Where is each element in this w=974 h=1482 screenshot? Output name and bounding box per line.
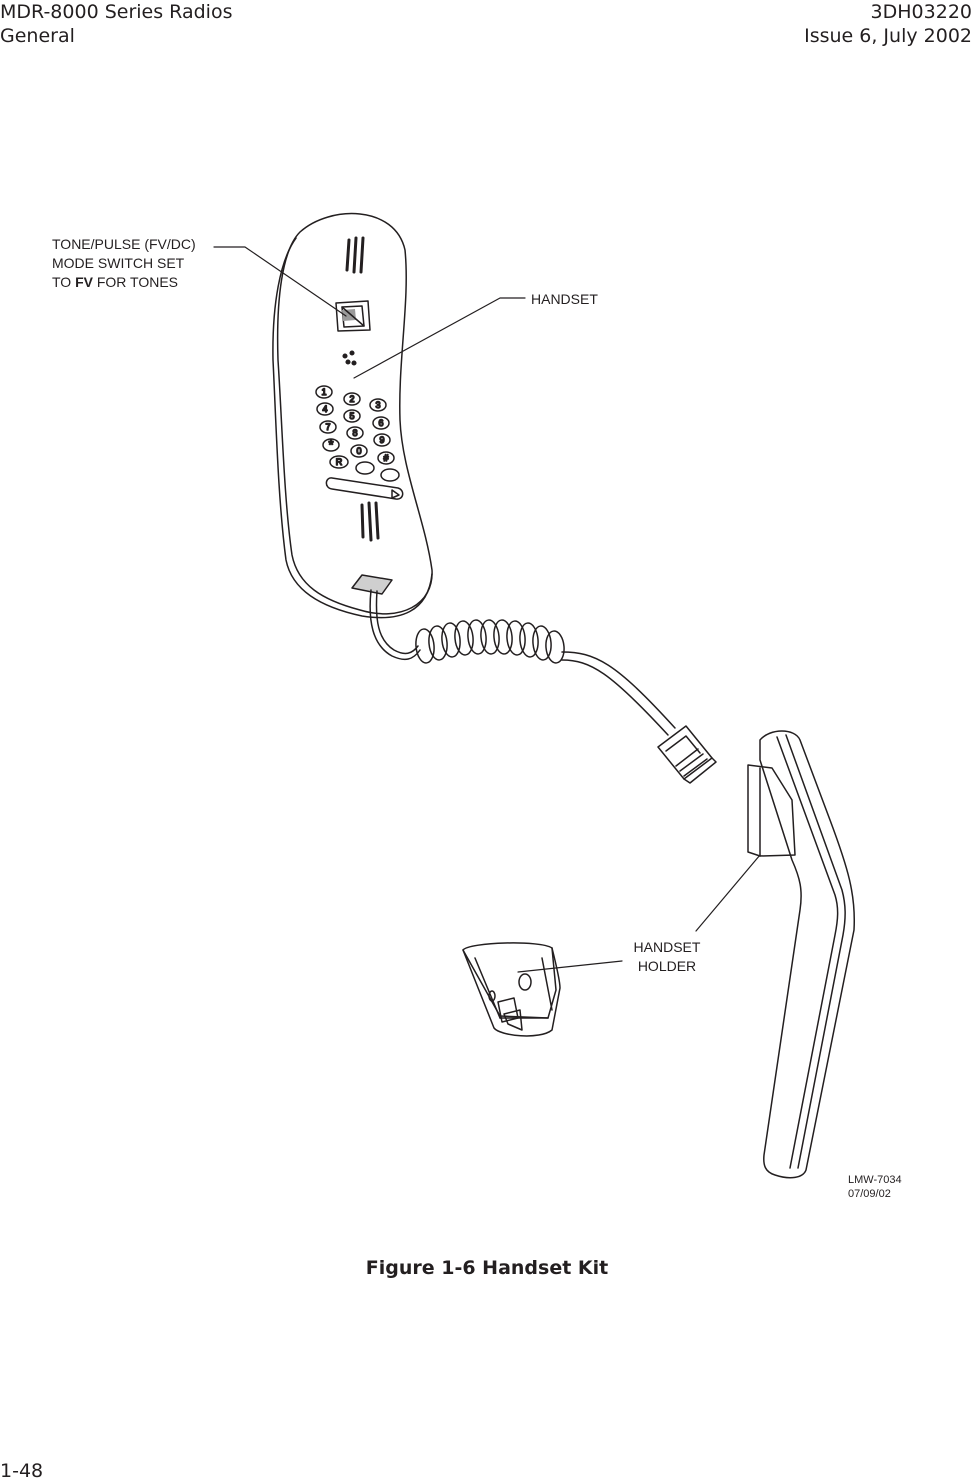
- header-product: MDR-8000 Series Radios: [0, 1, 233, 23]
- svg-text:1: 1: [321, 387, 326, 397]
- svg-text:0: 0: [356, 446, 361, 456]
- label-switch-line1: TONE/PULSE (FV/DC): [52, 236, 196, 252]
- header-issue: Issue 6, July 2002: [804, 25, 972, 47]
- label-holder-line1: HANDSET: [634, 939, 701, 955]
- svg-text:6: 6: [378, 418, 383, 428]
- svg-text:#: #: [383, 453, 388, 463]
- key-r: R: [329, 455, 349, 469]
- label-switch-line3: TO FV FOR TONES: [52, 274, 178, 290]
- figure-caption: Figure 1-6 Handset Kit: [365, 1257, 609, 1279]
- leader-holder: [517, 960, 623, 973]
- keypad: 1 2 3 4 5 6 7 8 9 * 0 # R: [315, 385, 400, 482]
- key-1: 1: [315, 385, 333, 399]
- key-hash: #: [377, 451, 395, 465]
- key-7: 7: [319, 420, 337, 434]
- key-0: 0: [350, 444, 368, 458]
- key-4: 4: [316, 402, 334, 416]
- svg-text:7: 7: [325, 422, 330, 432]
- mode-switch: [335, 300, 371, 332]
- key-6: 6: [372, 416, 390, 430]
- leader-switch: [213, 246, 347, 317]
- leader-lines: [213, 246, 761, 973]
- drawing-id: LMW-7034: [848, 1174, 902, 1186]
- svg-text:9: 9: [379, 435, 384, 445]
- key-8: 8: [346, 426, 364, 440]
- wall-mount-plate: [747, 730, 856, 1179]
- label-handset: HANDSET: [531, 291, 598, 307]
- svg-text:4: 4: [322, 404, 327, 414]
- coiled-cord: [369, 589, 676, 736]
- key-star: *: [322, 436, 340, 453]
- svg-text:5: 5: [349, 411, 354, 421]
- label-holder-line2: HOLDER: [638, 958, 696, 974]
- key-blank-2: [380, 468, 400, 482]
- drawing-date: 07/09/02: [848, 1188, 891, 1200]
- handset-body: [272, 212, 433, 619]
- svg-text:R: R: [336, 457, 343, 467]
- svg-text:3: 3: [375, 400, 380, 410]
- key-blank-1: [355, 461, 375, 475]
- svg-text:2: 2: [349, 394, 354, 404]
- small-handset-holder: [462, 942, 561, 1037]
- leader-wall-mount: [695, 854, 761, 932]
- key-5: 5: [343, 409, 361, 423]
- label-switch-line2: MODE SWITCH SET: [52, 255, 185, 271]
- header-section: General: [0, 25, 75, 47]
- leader-handset: [353, 297, 526, 379]
- svg-text:8: 8: [352, 428, 357, 438]
- key-3: 3: [369, 398, 387, 412]
- page-number: 1-48: [0, 1460, 44, 1482]
- modular-plug: [657, 725, 717, 784]
- key-9: 9: [373, 433, 391, 447]
- key-2: 2: [343, 392, 361, 406]
- svg-text:*: *: [328, 437, 333, 452]
- header-doc-number: 3DH03220: [870, 1, 972, 23]
